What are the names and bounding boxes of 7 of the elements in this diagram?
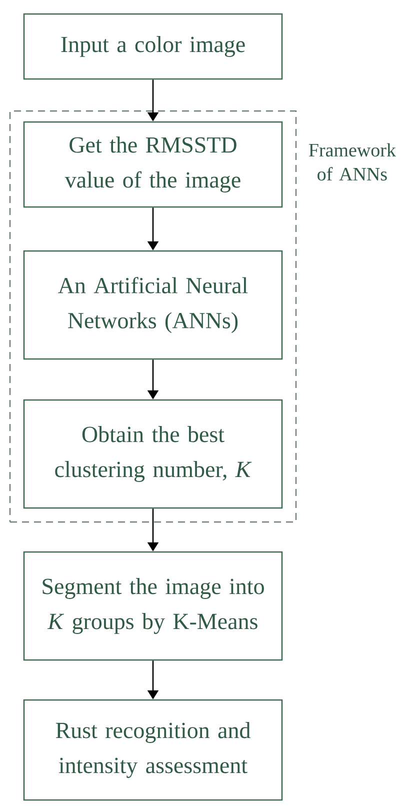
process-box: Segment the image into K groups by K-Means xyxy=(23,551,283,661)
process-box: Input a color image xyxy=(23,13,283,80)
process-box: An Artificial Neural Networks (ANNs) xyxy=(23,250,283,360)
node-label: Framework of ANNs xyxy=(308,143,396,181)
process-box: Obtain the best clustering number, K xyxy=(23,399,283,509)
process-box: Get the RMSSTD value of the image xyxy=(23,121,283,208)
process-box: Rust recognition and intensity assessment xyxy=(23,699,283,801)
